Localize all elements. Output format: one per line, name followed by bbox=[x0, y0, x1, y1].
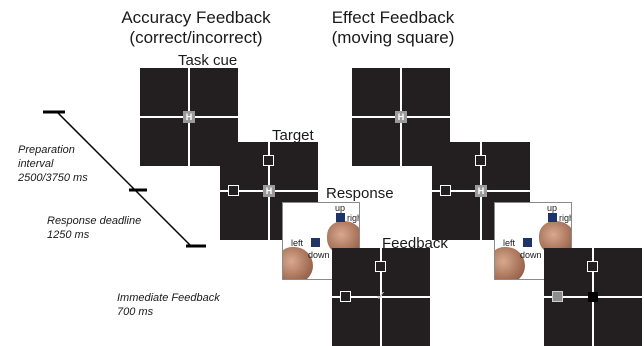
effect-heading-line2: (moving square) bbox=[331, 28, 455, 47]
preparation-line3: 2500/3750 ms bbox=[18, 172, 88, 184]
effect-feedback-panel bbox=[544, 248, 642, 346]
response-up-label: up bbox=[335, 203, 346, 213]
deadline-line1: Response deadline bbox=[47, 215, 142, 227]
response-key-right bbox=[548, 213, 557, 222]
response-left-label: left bbox=[291, 238, 304, 248]
response-key-left bbox=[311, 238, 320, 247]
cue-letter: H bbox=[395, 111, 407, 123]
response-right-label: right bbox=[347, 213, 359, 223]
deadline-line2: 1250 ms bbox=[47, 229, 90, 241]
effect-feedback-heading: Effect Feedback (moving square) bbox=[318, 8, 468, 48]
crosshair-vertical bbox=[380, 248, 382, 346]
feedback-label: Feedback bbox=[382, 235, 448, 252]
target-box-top bbox=[475, 155, 486, 166]
target-box-left bbox=[228, 185, 239, 196]
response-key-left bbox=[523, 238, 532, 247]
target-box-top bbox=[587, 261, 598, 272]
response-down-label: down bbox=[308, 250, 330, 260]
response-deadline-label: Response deadline 1250 ms bbox=[47, 214, 141, 242]
task-cue-label: Task cue bbox=[178, 52, 238, 69]
accuracy-feedback-heading: Accuracy Feedback (correct/incorrect) bbox=[96, 8, 296, 48]
response-down-label: down bbox=[520, 250, 542, 260]
immediate-line1: Immediate Feedback bbox=[117, 292, 220, 304]
target-box-top bbox=[263, 155, 274, 166]
response-key-right bbox=[336, 213, 345, 222]
response-up-label: up bbox=[547, 203, 558, 213]
accuracy-heading-line2: (correct/incorrect) bbox=[129, 28, 263, 47]
cue-letter: H bbox=[263, 185, 275, 197]
preparation-line1: Preparation bbox=[18, 144, 75, 156]
accuracy-heading-line1: Accuracy Feedback bbox=[121, 8, 271, 27]
moving-square bbox=[552, 291, 563, 302]
accuracy-feedback-panel: ✓ bbox=[332, 248, 430, 346]
response-right-label: right bbox=[559, 213, 571, 223]
immediate-line2: 700 ms bbox=[117, 306, 154, 318]
response-left-label: left bbox=[503, 238, 516, 248]
effect-heading-line1: Effect Feedback bbox=[331, 8, 455, 27]
effect-target-panel: H bbox=[432, 142, 530, 240]
response-label: Response bbox=[326, 185, 394, 202]
center-dot bbox=[588, 292, 598, 302]
response-hand-bottom-icon bbox=[283, 247, 313, 279]
target-box-left bbox=[340, 291, 351, 302]
target-box-left bbox=[440, 185, 451, 196]
cue-letter: H bbox=[183, 111, 195, 123]
cue-letter: H bbox=[475, 185, 487, 197]
preparation-line2: interval bbox=[18, 158, 54, 170]
target-box-top bbox=[375, 261, 386, 272]
preparation-interval-label: Preparation interval 2500/3750 ms bbox=[18, 143, 88, 185]
correct-check-icon: ✓ bbox=[375, 288, 387, 303]
response-hand-bottom-icon bbox=[495, 247, 525, 279]
immediate-feedback-label: Immediate Feedback 700 ms bbox=[117, 291, 220, 319]
target-label: Target bbox=[272, 127, 314, 144]
